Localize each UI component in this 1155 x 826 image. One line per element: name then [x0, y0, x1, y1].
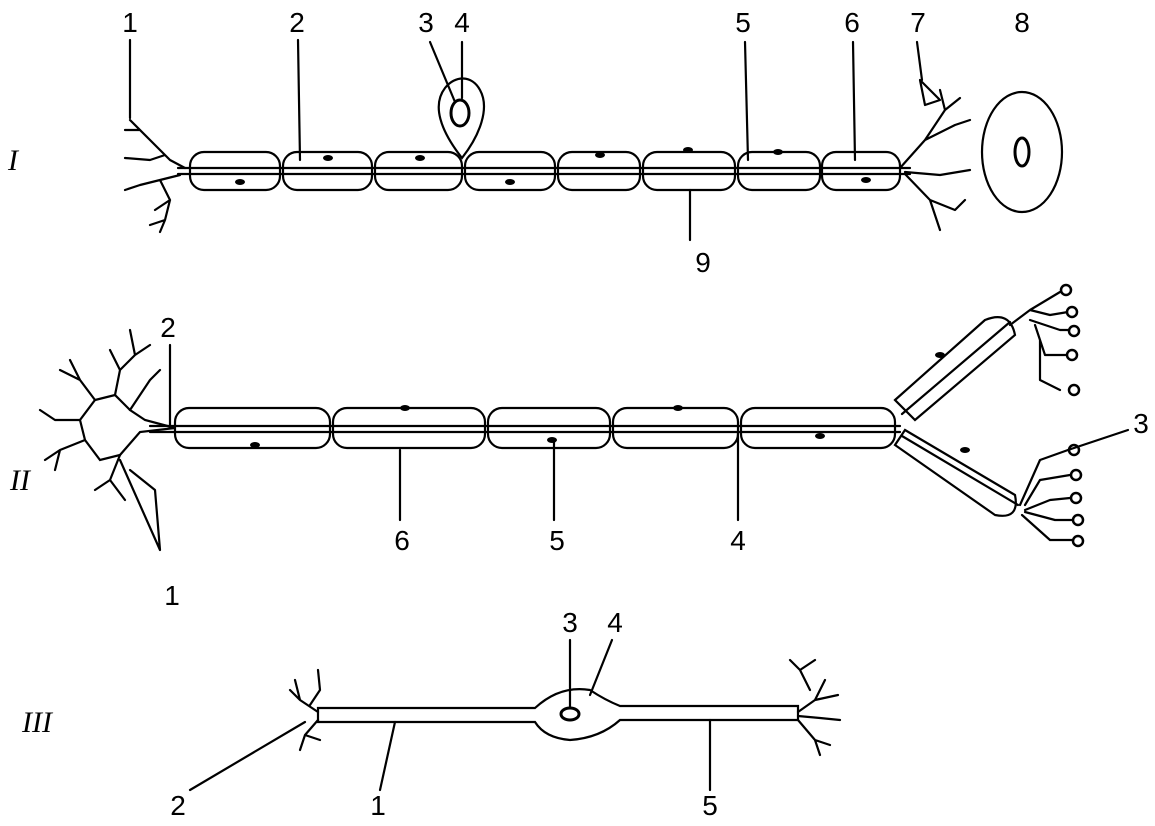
schwann-nucleus [595, 152, 605, 158]
schwann-cell [611, 406, 740, 450]
schwann-nucleus [250, 442, 260, 448]
synapse-7 [918, 78, 942, 107]
cell-body [437, 77, 485, 160]
cell-8-nucleus [1013, 136, 1031, 168]
label-5: 5 [549, 525, 565, 556]
label-4: 4 [730, 525, 746, 556]
label-1: 1 [164, 580, 180, 611]
myelin-sheath [173, 405, 897, 450]
label-1: 1 [122, 7, 138, 38]
schwann-cell [463, 150, 557, 192]
schwann-nucleus [673, 405, 683, 411]
cell-body-dendrites [38, 328, 176, 552]
row-numeral: I [7, 144, 20, 177]
row-numeral: III [21, 706, 54, 739]
label-4: 4 [607, 607, 623, 638]
dendrites-left [123, 118, 187, 234]
axon-branches [893, 316, 1020, 517]
label-2: 2 [160, 312, 176, 343]
schwann-nucleus [323, 155, 333, 161]
neuron-row-2: II [9, 283, 1149, 611]
schwann-cell [281, 150, 374, 192]
label-6: 6 [844, 7, 860, 38]
schwann-cell [331, 406, 487, 450]
label-3: 3 [1133, 408, 1149, 439]
neuron-row-3: III 3 4 2 1 5 [21, 607, 842, 821]
schwann-nucleus [400, 405, 410, 411]
pointer-lines [168, 343, 1130, 522]
schwann-nucleus [505, 179, 515, 185]
nucleus [449, 98, 471, 128]
schwann-nucleus [235, 179, 245, 185]
schwann-nucleus [683, 147, 693, 153]
schwann-cell [188, 150, 282, 192]
neuron-body [316, 688, 800, 742]
schwann-cell [641, 150, 737, 192]
schwann-cell [736, 150, 822, 192]
label-3: 3 [562, 607, 578, 638]
terminals [1008, 283, 1085, 548]
label-7: 7 [910, 7, 926, 38]
row-numeral: II [9, 464, 32, 497]
schwann-cell [173, 406, 332, 450]
label-3: 3 [418, 7, 434, 38]
myelin-sheath [188, 147, 902, 192]
schwann-nucleus [415, 155, 425, 161]
label-8: 8 [1014, 7, 1030, 38]
schwann-cell [373, 150, 464, 192]
schwann-cell [486, 406, 612, 450]
label-9: 9 [695, 247, 711, 278]
neuron-row-1: I 1 2 3 4 5 6 7 [7, 7, 1064, 278]
schwann-cell [556, 150, 642, 192]
label-2: 2 [289, 7, 305, 38]
label-5: 5 [702, 790, 718, 821]
pointer-lines [188, 638, 712, 792]
label-6: 6 [394, 525, 410, 556]
label-1: 1 [370, 790, 386, 821]
label-2: 2 [170, 790, 186, 821]
schwann-nucleus [773, 149, 783, 155]
nucleus [559, 706, 581, 722]
label-4: 4 [454, 7, 470, 38]
schwann-nucleus [861, 177, 871, 183]
label-5: 5 [735, 7, 751, 38]
schwann-cell [739, 406, 897, 450]
schwann-nucleus [547, 437, 557, 443]
axon-terminals-right [898, 78, 972, 232]
schwann-nucleus [815, 433, 825, 439]
pointer-lines [128, 38, 924, 242]
schwann-cell [820, 150, 902, 192]
